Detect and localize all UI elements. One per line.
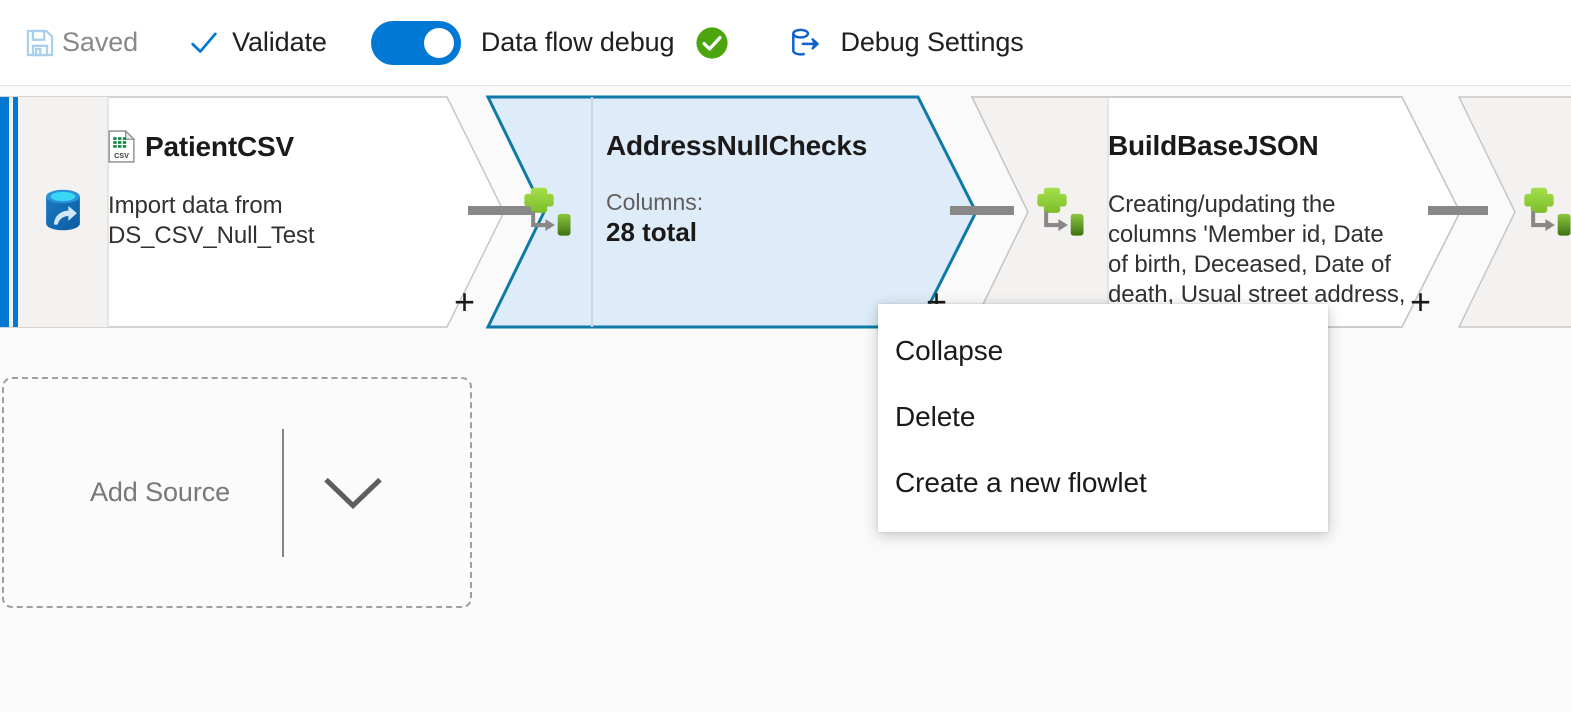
save-floppy-icon	[18, 21, 62, 65]
node-icon-strip	[1020, 96, 1108, 328]
derived-column-icon	[1035, 183, 1093, 242]
connector-source-to-node1	[468, 206, 532, 215]
database-export-icon	[782, 20, 828, 66]
green-check-circle-icon	[692, 23, 732, 63]
toggle-knob	[423, 27, 454, 58]
node-content: BuildBaseJSON Creating/updating the colu…	[1108, 96, 1426, 328]
add-source-label: Add Source	[89, 477, 231, 507]
connector-node1-to-node2	[950, 206, 1014, 215]
node-title: BuildBaseJSON	[1108, 130, 1319, 161]
data-flow-debug-label: Data flow debug	[480, 27, 675, 57]
data-flow-canvas[interactable]: CSV PatientCSV Import data from DS_CSV_N…	[0, 86, 1571, 712]
node-shape	[1457, 96, 1571, 328]
context-menu-item-create-flowlet[interactable]: Create a new flowlet	[895, 467, 1147, 498]
node-patientcsv[interactable]: CSV PatientCSV Import data from DS_CSV_N…	[0, 96, 505, 328]
node-columns-label: Columns:	[606, 189, 704, 215]
debug-settings-label: Debug Settings	[840, 27, 1024, 57]
node-description: Creating/updating the columns 'Member id…	[1108, 191, 1406, 308]
add-branch-plus-button[interactable]: +	[454, 281, 476, 322]
node-icon-strip	[1507, 96, 1571, 328]
save-button[interactable]: Saved	[12, 15, 144, 71]
divider	[282, 428, 285, 557]
node-content: CSV PatientCSV Import data from DS_CSV_N…	[108, 96, 438, 328]
add-branch-plus-button[interactable]: +	[1410, 281, 1432, 322]
context-menu-item-collapse[interactable]: Collapse	[895, 335, 1004, 366]
node-context-menu[interactable]: Collapse Delete Create a new flowlet	[878, 304, 1328, 532]
node-next-partial[interactable]	[1457, 96, 1571, 328]
derived-column-icon	[1522, 183, 1571, 242]
debug-settings-button[interactable]: Debug Settings	[776, 15, 1029, 71]
node-title: PatientCSV	[145, 130, 294, 162]
node-title: AddressNullChecks	[606, 130, 868, 161]
node-addressnullchecks[interactable]: AddressNullChecks Columns: 28 total +	[485, 95, 988, 329]
context-menu-item-delete[interactable]: Delete	[895, 401, 976, 432]
node-icon-strip	[510, 96, 592, 328]
chevron-down-icon[interactable]	[322, 473, 384, 513]
azure-source-dataset-icon	[36, 183, 90, 242]
checkmark-icon	[182, 21, 226, 65]
validate-label: Validate	[232, 27, 327, 57]
node-columns-value: 28 total	[606, 217, 698, 247]
data-flow-debug-toggle[interactable]	[370, 20, 461, 65]
node-icon-strip	[18, 96, 108, 328]
connector-node2-to-node3	[1428, 206, 1488, 215]
svg-text:CSV: CSV	[114, 151, 129, 160]
node-content: AddressNullChecks Columns: 28 total	[606, 96, 936, 328]
add-source-button[interactable]: Add Source	[2, 377, 472, 608]
node-shape	[970, 96, 1472, 328]
node-buildbasejson[interactable]: BuildBaseJSON Creating/updating the colu…	[970, 96, 1472, 328]
save-label: Saved	[62, 27, 139, 57]
csv-file-icon: CSV	[108, 130, 135, 163]
node-description: Import data from DS_CSV_Null_Test	[108, 192, 315, 249]
derived-column-icon	[522, 183, 580, 242]
toolbar: Saved Validate Data flow debug	[0, 0, 1571, 86]
validate-button[interactable]: Validate	[176, 15, 333, 71]
data-flow-debug-control: Data flow debug	[365, 15, 739, 71]
